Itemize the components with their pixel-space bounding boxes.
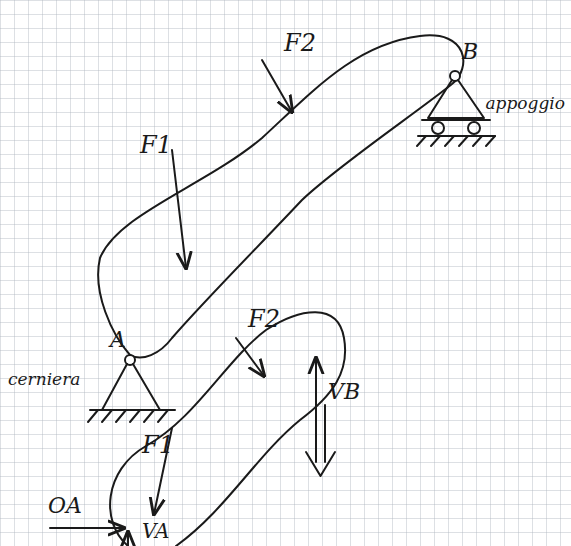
reaction-label: OA: [46, 494, 84, 518]
force-label: F2: [282, 30, 318, 56]
force-arrow: [262, 60, 292, 112]
force-label: F1: [138, 132, 174, 158]
force-arrow: [236, 338, 264, 376]
hinge-support: [88, 355, 175, 422]
point-label: B: [460, 40, 480, 64]
reaction-arrow: [127, 532, 129, 546]
force-label: F1: [140, 432, 176, 458]
support-label: appoggio: [483, 94, 567, 113]
force-label: F2: [246, 306, 282, 332]
reaction-arrow: [50, 527, 124, 529]
point-label: A: [108, 328, 128, 352]
free-body: [110, 312, 345, 546]
roller-support: [417, 71, 495, 146]
reaction-label: VA: [140, 520, 172, 542]
force-arrow: [172, 150, 186, 268]
rigid-body: [98, 35, 463, 357]
reaction-arrow: [315, 358, 317, 430]
reaction-label: VB: [326, 380, 362, 404]
double-arrow: [306, 405, 335, 476]
support-label: cerniera: [6, 370, 82, 389]
